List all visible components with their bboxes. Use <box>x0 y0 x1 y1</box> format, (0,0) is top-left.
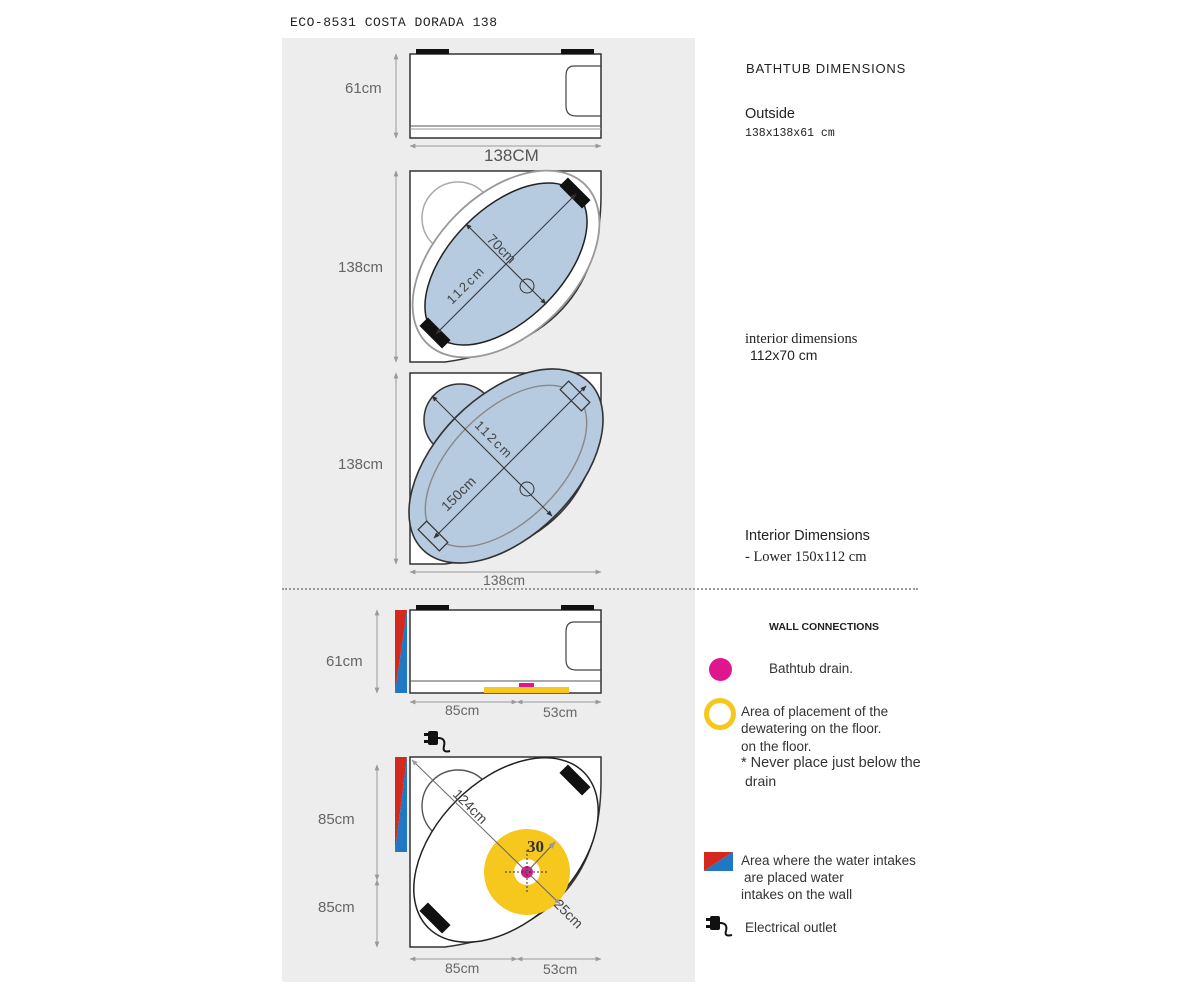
legend-area-1: Area of placement of the <box>741 704 889 719</box>
height-138-a-label: 138cm <box>338 259 384 276</box>
outside-value: 138x138x61 cm <box>745 127 835 140</box>
v-85-bottom-label: 85cm <box>318 899 355 916</box>
legend-water-3: intakes on the wall <box>741 887 853 902</box>
legend-area-4: * Never place just below the <box>741 755 921 771</box>
outlet-plug-icon <box>706 916 733 937</box>
drain-dot-icon <box>709 658 732 681</box>
legend-water-2: are placed water <box>744 870 844 885</box>
outside-label: Outside <box>745 106 795 122</box>
seg-53-a-label: 53cm <box>543 704 578 720</box>
width-138-caps-label: 138CM <box>484 146 539 165</box>
top-view-lower <box>393 368 604 575</box>
legend-area-5: drain <box>745 773 777 789</box>
floor-area-ring-icon <box>704 698 736 730</box>
legend-water-1: Area where the water intakes <box>741 853 916 868</box>
side-view-connections <box>374 605 602 705</box>
legend-area-2: dewatering on the floor. <box>741 721 882 736</box>
top-view-interior <box>393 169 602 363</box>
top-view-connections <box>374 756 602 962</box>
legend-area-3: on the floor. <box>741 739 812 754</box>
legend-outlet: Electrical outlet <box>745 920 837 935</box>
side-view-top <box>393 49 602 149</box>
v-85-top-label: 85cm <box>318 811 355 828</box>
interior2-label: Interior Dimensions <box>745 528 870 544</box>
width-138-bottom-label: 138cm <box>483 572 526 588</box>
plug-icon <box>424 731 451 753</box>
interior-label: interior dimensions <box>745 331 858 347</box>
diag-25-label: 25cm <box>551 896 587 932</box>
legend-heading: WALL CONNECTIONS <box>769 621 880 633</box>
height-61-b-label: 61cm <box>326 653 363 670</box>
height-138-b-label: 138cm <box>338 456 384 473</box>
dimensions-heading: BATHTUB DIMENSIONS <box>746 61 907 76</box>
seg-85-a-label: 85cm <box>445 702 480 718</box>
water-intake-icon <box>704 852 733 871</box>
height-61-label: 61cm <box>345 80 382 97</box>
interior2-value: - Lower 150x112 cm <box>745 549 867 565</box>
model-title: ECO-8531 COSTA DORADA 138 <box>290 15 498 30</box>
interior-value: 112x70 cm <box>750 347 818 363</box>
section-divider <box>282 588 918 590</box>
legend-drain: Bathtub drain. <box>769 661 854 676</box>
seg-53-b-label: 53cm <box>543 961 578 977</box>
seg-85-b-label: 85cm <box>445 960 480 976</box>
radius-30-label: 30 <box>527 837 544 856</box>
